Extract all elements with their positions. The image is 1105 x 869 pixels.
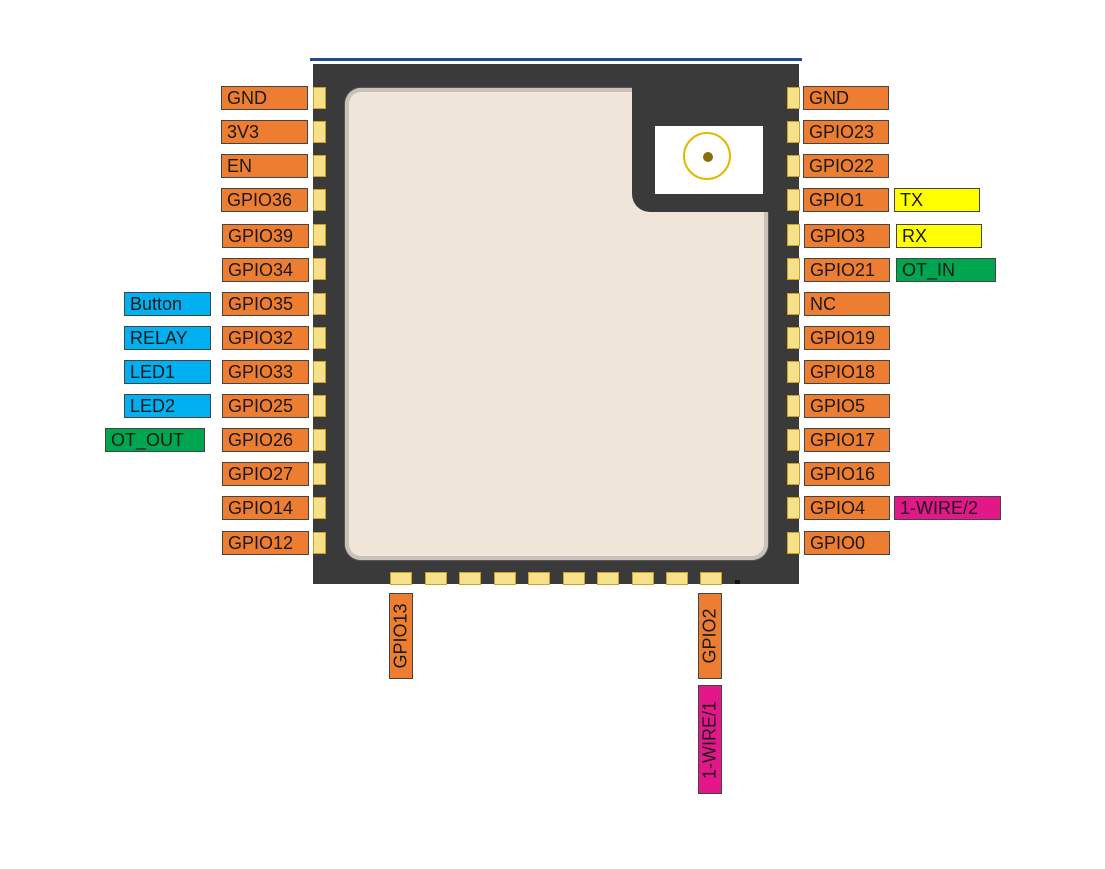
pin-label-gpio0: GPIO0: [804, 531, 890, 555]
function-label-onewire2: 1-WIRE/2: [894, 496, 1001, 520]
left-pad-5: [313, 224, 326, 246]
left-pad-11: [313, 429, 326, 451]
pin-label-gpio39: GPIO39: [222, 224, 309, 248]
pin-label-gpio2-text: GPIO2: [699, 608, 720, 664]
pin-label-gpio23: GPIO23: [803, 120, 889, 144]
left-pad-8: [313, 327, 326, 349]
right-pad-11: [787, 429, 800, 451]
left-pad-3: [313, 155, 326, 177]
pin-label-gpio26: GPIO26: [222, 428, 309, 452]
right-pad-5: [787, 224, 800, 246]
pin-label-gpio4: GPIO4: [804, 496, 890, 520]
pin-label-gpio5: GPIO5: [804, 394, 890, 418]
pin-label-gpio21: GPIO21: [804, 258, 890, 282]
pin-label-gpio14: GPIO14: [222, 496, 309, 520]
right-pad-1: [787, 87, 800, 109]
right-pad-3: [787, 155, 800, 177]
left-pad-13: [313, 497, 326, 519]
bottom-pad-2: [425, 572, 447, 585]
function-label-ot-in: OT_IN: [896, 258, 996, 282]
function-label-onewire1-text: 1-WIRE/1: [699, 700, 720, 779]
right-pad-2: [787, 121, 800, 143]
bottom-pad-4: [494, 572, 516, 585]
bottom-pad-1: [390, 572, 412, 585]
pin-label-gpio32: GPIO32: [222, 326, 309, 350]
left-pad-1: [313, 87, 326, 109]
pin-label-gpio33: GPIO33: [222, 360, 309, 384]
pin-label-gpio17: GPIO17: [804, 428, 890, 452]
right-pad-9: [787, 361, 800, 383]
pin-label-gnd-right: GND: [803, 86, 889, 110]
right-pad-7: [787, 293, 800, 315]
left-pad-12: [313, 463, 326, 485]
function-label-onewire1: 1-WIRE/1: [698, 685, 722, 794]
right-pad-6: [787, 258, 800, 280]
pin-label-3v3: 3V3: [221, 120, 308, 144]
pin-label-gpio13-text: GPIO13: [390, 603, 411, 669]
pin-label-gpio27: GPIO27: [222, 462, 309, 486]
pin-label-gnd-left: GND: [221, 86, 308, 110]
bottom-pad-5: [528, 572, 550, 585]
right-pad-14: [787, 532, 800, 554]
function-label-rx: RX: [896, 224, 982, 248]
pin-label-gpio13: GPIO13: [389, 593, 413, 679]
function-label-led2: LED2: [124, 394, 211, 418]
function-label-relay: RELAY: [124, 326, 211, 350]
bottom-pad-9: [666, 572, 688, 585]
left-pad-4: [313, 189, 326, 211]
bottom-pad-10: [700, 572, 722, 585]
pin-label-gpio22: GPIO22: [803, 154, 889, 178]
pin-label-en: EN: [221, 154, 308, 178]
pin-label-gpio1: GPIO1: [803, 188, 889, 212]
right-pad-10: [787, 395, 800, 417]
right-pad-13: [787, 497, 800, 519]
antenna-connector-ring: [683, 132, 731, 180]
left-pad-6: [313, 258, 326, 280]
left-pad-9: [313, 361, 326, 383]
function-label-led1: LED1: [124, 360, 211, 384]
left-pad-7: [313, 293, 326, 315]
left-pad-10: [313, 395, 326, 417]
pin-label-nc: NC: [804, 292, 890, 316]
right-pad-4: [787, 189, 800, 211]
bottom-pad-8: [632, 572, 654, 585]
pin-label-gpio18: GPIO18: [804, 360, 890, 384]
pin-label-gpio2: GPIO2: [698, 593, 722, 679]
function-label-ot-out: OT_OUT: [105, 428, 205, 452]
right-pad-12: [787, 463, 800, 485]
pin-label-gpio12: GPIO12: [222, 531, 309, 555]
left-pad-14: [313, 532, 326, 554]
antenna-connector-center: [703, 152, 713, 162]
bottom-pad-3: [459, 572, 481, 585]
pin-label-gpio16: GPIO16: [804, 462, 890, 486]
module-top-edge: [310, 58, 802, 61]
bottom-pad-6: [563, 572, 585, 585]
pin-label-gpio35: GPIO35: [222, 292, 309, 316]
pin-label-gpio36: GPIO36: [221, 188, 308, 212]
left-pad-2: [313, 121, 326, 143]
mark: [735, 580, 740, 584]
right-pad-8: [787, 327, 800, 349]
pin-label-gpio19: GPIO19: [804, 326, 890, 350]
pin-label-gpio34: GPIO34: [222, 258, 309, 282]
pin-label-gpio25: GPIO25: [222, 394, 309, 418]
bottom-pad-7: [597, 572, 619, 585]
function-label-tx: TX: [894, 188, 980, 212]
function-label-button: Button: [124, 292, 211, 316]
pin-label-gpio3: GPIO3: [804, 224, 890, 248]
